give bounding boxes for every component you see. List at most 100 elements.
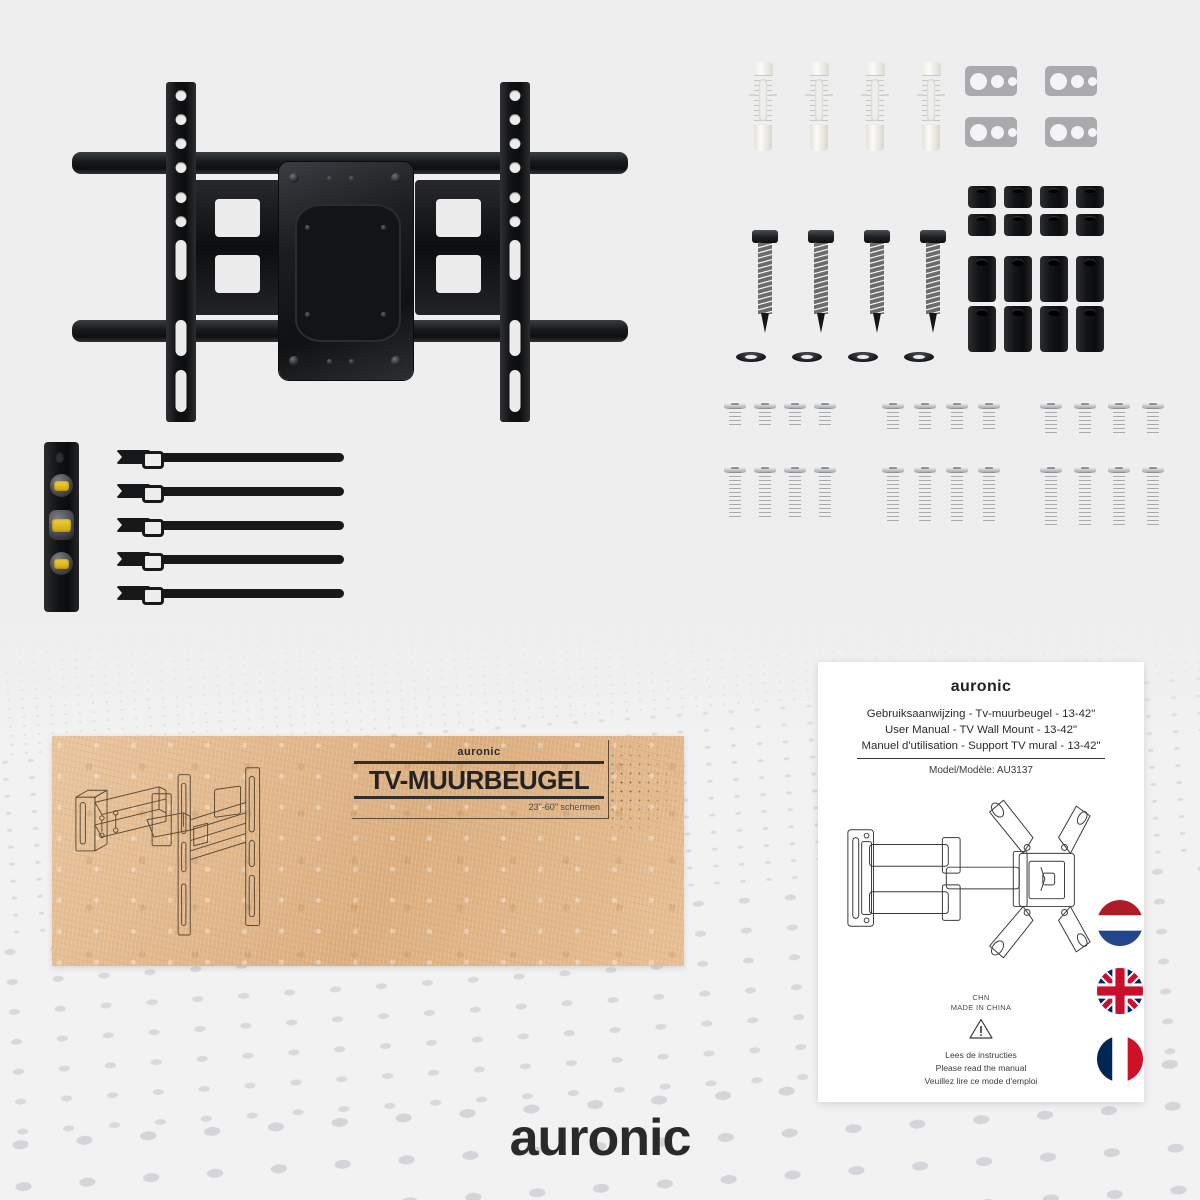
box-product-illustration — [75, 767, 261, 936]
netherlands-flag-icon — [1097, 900, 1143, 946]
spacer-plate — [965, 66, 1017, 96]
rail-slot — [509, 370, 521, 412]
bracket-arm-left-hole-top — [215, 199, 260, 237]
wood-screw — [864, 230, 890, 335]
rail-hole — [175, 162, 187, 173]
rail-hole — [175, 114, 187, 125]
rail-slot — [175, 370, 187, 412]
spirit-level — [44, 442, 79, 612]
long-spacer — [968, 306, 996, 352]
manual-model-number: Model/Modèle: AU3137 — [929, 764, 1033, 776]
rail-hole — [175, 138, 187, 149]
wall-plug — [749, 62, 777, 152]
short-spacer — [1040, 214, 1068, 236]
long-spacer — [1004, 256, 1032, 302]
box-halftone-dots — [608, 742, 694, 832]
box-brand-logo: auronic — [457, 746, 501, 758]
manual-title-en: User Manual - TV Wall Mount - 13-42" — [884, 724, 1078, 737]
bracket-arm-right-hole-bottom — [436, 255, 481, 293]
spacer-plate — [1045, 117, 1097, 147]
wall-rail-right — [500, 82, 530, 422]
manual-footer: CHN MADE IN CHINA Lees de instructies Pl… — [818, 993, 1144, 1088]
vesa-screw-bl — [289, 356, 299, 366]
rail-hole — [175, 90, 187, 101]
short-spacer — [1040, 186, 1068, 208]
wall-plug — [861, 62, 889, 152]
spirit-level-vial-top — [50, 474, 73, 497]
tv-wall-mount-bracket — [60, 62, 640, 442]
box-rule-bottom — [354, 796, 604, 799]
box-product-title: TV-MUURBEUGEL — [368, 765, 590, 795]
brand-wordmark: auronic — [509, 1109, 692, 1167]
spirit-level-vial-bottom — [50, 552, 73, 575]
vesa-dot-il2 — [305, 312, 310, 317]
wall-plug — [805, 62, 833, 152]
spirit-level-hang-hole — [55, 451, 64, 463]
footer-brand-logo: auronic — [0, 1112, 1200, 1164]
manual-read-nl: Lees de instructies — [945, 1050, 1017, 1061]
long-spacer — [1076, 306, 1104, 352]
bracket-arm-right-hole-top — [436, 199, 481, 237]
user-manual-cover: auronic Gebruiksaanwijzing - Tv-muurbeug… — [818, 662, 1144, 1102]
wall-rail-left — [166, 82, 196, 422]
spacer-plate — [965, 117, 1017, 147]
united-kingdom-flag-icon — [1097, 968, 1143, 1014]
vesa-dot-ir2 — [381, 312, 386, 317]
rail-slot — [175, 320, 187, 356]
box-title-block: auronic TV-MUURBEUGEL 23"-60" schermen — [354, 746, 604, 812]
box-rule-top — [354, 761, 604, 764]
wall-plug — [917, 62, 945, 152]
rail-slot — [509, 320, 521, 356]
vesa-mounting-plate — [279, 162, 413, 380]
manual-origin-text: MADE IN CHINA — [950, 1003, 1012, 1013]
vesa-dot-il — [305, 225, 310, 230]
manual-title-fr: Manuel d'utilisation - Support TV mural … — [861, 740, 1101, 753]
short-spacer — [1076, 186, 1104, 208]
wood-screw — [920, 230, 946, 335]
rail-hole — [509, 114, 521, 125]
vesa-screw-tr — [391, 173, 401, 183]
bracket-arm-left-hole-bottom — [215, 255, 260, 293]
vesa-dot-b2 — [349, 359, 354, 364]
rail-hole — [509, 138, 521, 149]
rail-hole — [509, 162, 521, 173]
rail-hole — [175, 216, 187, 227]
rail-hole — [509, 216, 521, 227]
manual-brand-logo: auronic — [950, 678, 1012, 695]
spirit-level-vial-middle — [49, 510, 74, 540]
vesa-dot-ir — [381, 225, 386, 230]
washer — [736, 352, 766, 362]
vesa-screw-br — [391, 356, 401, 366]
vesa-dot-t2 — [349, 176, 354, 181]
manual-product-illustration — [847, 799, 1091, 959]
short-spacer — [968, 214, 996, 236]
manual-read-en: Please read the manual — [935, 1063, 1027, 1074]
rail-hole — [175, 192, 187, 203]
cardboard-grain — [52, 736, 684, 966]
product-packaging-box: auronic TV-MUURBEUGEL 23"-60" schermen — [52, 736, 694, 966]
wood-screw — [752, 230, 778, 335]
manual-origin-code: CHN — [972, 992, 990, 1002]
manual-title-rule — [857, 757, 1105, 759]
manual-read-fr: Veuillez lire ce mode d'emploi — [924, 1076, 1038, 1087]
rail-slot — [509, 240, 521, 280]
short-spacer — [1004, 214, 1032, 236]
warning-triangle-icon — [969, 1019, 993, 1039]
short-spacer — [1004, 186, 1032, 208]
vesa-dot-t1 — [327, 176, 332, 181]
washer — [848, 352, 878, 362]
washer — [904, 352, 934, 362]
long-spacer — [968, 256, 996, 302]
rail-hole — [509, 90, 521, 101]
wood-screw — [808, 230, 834, 335]
vesa-dot-b1 — [327, 359, 332, 364]
spacer-plate — [1045, 66, 1097, 96]
rail-hole — [509, 192, 521, 203]
long-spacer — [1004, 306, 1032, 352]
box-product-subtitle: 23"-60" schermen — [528, 802, 600, 812]
long-spacer — [1040, 306, 1068, 352]
long-spacer — [1040, 256, 1068, 302]
short-spacer — [968, 186, 996, 208]
long-spacer — [1076, 256, 1104, 302]
